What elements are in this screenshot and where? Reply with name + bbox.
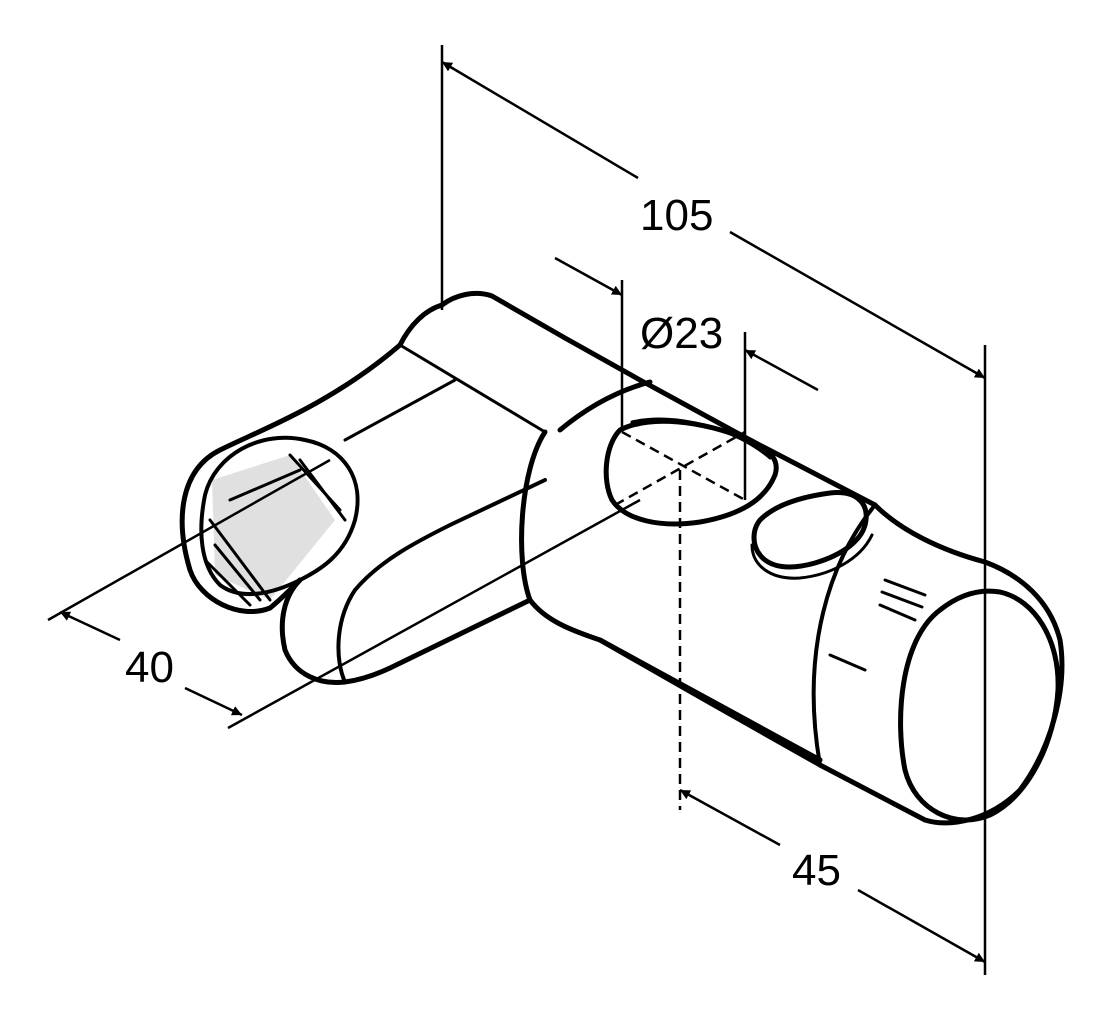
body-collar <box>519 429 823 763</box>
dim-105-line-b <box>729 230 986 380</box>
clamp-top-face <box>398 343 547 434</box>
clamp-body-bottom <box>279 577 533 686</box>
release-button-base <box>750 533 874 580</box>
dim-40-ext-a <box>47 458 331 622</box>
dimension-label-40: 40 <box>125 643 174 692</box>
shower-holder-part <box>179 290 1065 826</box>
knob-grip-marks <box>828 578 927 672</box>
clamp-inner-line <box>343 378 457 442</box>
dim-40-line-a <box>59 610 121 642</box>
clamp-lower-edge <box>336 478 547 684</box>
dim-dia-line-b <box>744 348 819 392</box>
dim-45-line-b <box>857 888 986 964</box>
clamp-ring-inner <box>199 435 360 597</box>
dim-105-line-a <box>441 60 639 180</box>
bore-opening-rim <box>630 417 772 460</box>
dim-40-line-b <box>184 686 243 717</box>
dim-45-line-a <box>679 788 781 847</box>
clamp-bore-shadow <box>212 455 335 600</box>
clamp-body-top <box>439 290 878 508</box>
bore-opening <box>603 418 779 527</box>
release-button <box>751 490 869 570</box>
dim-dia-line-a <box>554 256 623 297</box>
clamp-body-ridge <box>397 302 445 348</box>
clamp-bore-ribs <box>203 453 347 607</box>
dimension-label-105: 105 <box>640 191 713 240</box>
knob-seam <box>811 503 877 767</box>
dimension-label-diameter: Ø23 <box>640 309 723 358</box>
knob-end-face <box>898 588 1061 823</box>
bore-center-line-a <box>621 430 746 502</box>
clamp-ring-outer <box>179 342 403 615</box>
knob-body <box>817 502 1065 826</box>
dimension-lines <box>47 45 987 975</box>
dimension-label-45: 45 <box>792 846 841 895</box>
dim-40-ext-b <box>227 498 641 730</box>
body-lower-edge <box>597 637 823 768</box>
body-collar-front <box>557 379 653 433</box>
bore-center-line-b <box>614 430 746 507</box>
